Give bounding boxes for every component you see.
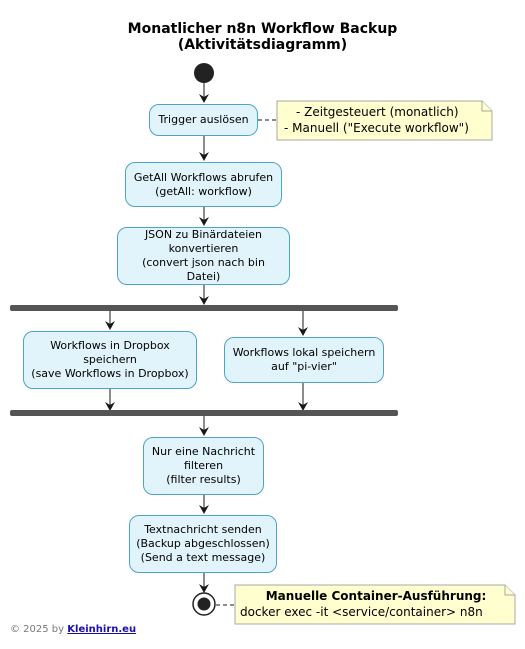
- trigger-note: - Zeitgesteuert (monatlich) - Manuell ("…: [284, 104, 490, 136]
- diagram-subtitle: (Aktivitätsdiagramm): [177, 37, 348, 53]
- activity-label: (save Workflows in Dropbox): [31, 367, 189, 380]
- note-line: - Manuell ("Execute workflow"): [284, 121, 469, 135]
- activity-label: (convert json nach bin Datei): [142, 256, 265, 283]
- trigger-note-shape: [276, 100, 493, 141]
- join-bar: [10, 410, 398, 416]
- activity-label: (filter results): [166, 473, 241, 486]
- activity-local: Workflows lokal speichern auf "pi-vier": [224, 337, 384, 383]
- activity-trigger: Trigger auslösen: [149, 104, 258, 136]
- end-note-shape: [234, 584, 516, 625]
- note-line: - Zeitgesteuert (monatlich): [296, 105, 459, 119]
- activity-label: Workflows lokal speichern: [232, 346, 376, 359]
- activity-label: auf "pi-vier": [271, 360, 337, 373]
- end-node: [197, 597, 211, 611]
- trigger-note-fold: [481, 101, 492, 112]
- activity-convert: JSON zu Binärdateien konvertieren (conve…: [117, 227, 290, 285]
- activity-send: Textnachricht senden (Backup abgeschloss…: [129, 515, 277, 573]
- diagram-title: Monatlicher n8n Workflow Backup: [127, 21, 398, 37]
- end-note: Manuelle Container-Ausführung: docker ex…: [240, 588, 512, 620]
- footer-text: © 2025 by: [10, 624, 68, 635]
- activity-label: Workflows in Dropbox: [50, 339, 170, 352]
- activity-label: JSON zu Binärdateien: [144, 228, 263, 241]
- activity-getall: GetAll Workflows abrufen (getAll: workfl…: [125, 162, 282, 207]
- activity-label: (getAll: workflow): [155, 184, 252, 198]
- fork-bar: [10, 305, 398, 311]
- activity-label: konvertieren: [168, 242, 239, 255]
- activity-dropbox: Workflows in Dropbox speichern (save Wor…: [23, 331, 197, 389]
- end-note-fold: [504, 585, 515, 596]
- activity-filter: Nur eine Nachricht filteren (filter resu…: [143, 437, 264, 495]
- start-node: [194, 63, 214, 83]
- footer: © 2025 by Kleinhirn.eu: [10, 624, 136, 635]
- footer-link[interactable]: Kleinhirn.eu: [67, 624, 137, 635]
- activity-label: filteren: [183, 459, 224, 472]
- activity-label: speichern: [83, 353, 137, 366]
- activity-label: Trigger auslösen: [158, 113, 249, 126]
- activity-label: (Backup abgeschlossen): [136, 537, 270, 550]
- activity-label: GetAll Workflows abrufen: [133, 170, 274, 184]
- note-command: docker exec -it <service/container> n8n: [240, 605, 483, 619]
- activity-label: Textnachricht senden: [144, 523, 262, 536]
- note-title: Manuelle Container-Ausführung:: [265, 589, 487, 603]
- activity-label: Nur eine Nachricht: [151, 445, 256, 458]
- activity-label: (Send a text message): [140, 551, 266, 564]
